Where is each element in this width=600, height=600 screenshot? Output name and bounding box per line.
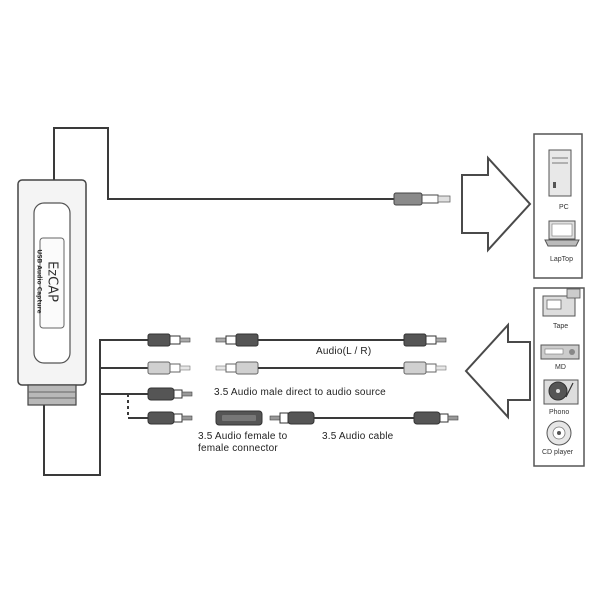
laptop-icon <box>544 220 580 247</box>
usb-plug <box>393 192 423 206</box>
source-label-tape: Tape <box>553 323 569 330</box>
branch-lines <box>100 367 148 419</box>
rca-plug-left-bottom <box>147 361 191 375</box>
label-direct-35: 3.5 Audio male direct to audio source <box>214 387 386 398</box>
ezcap-device <box>17 179 87 406</box>
arrow-to-computer <box>461 155 532 253</box>
device-model: USB Audio Capture <box>35 249 43 314</box>
label-cable-35: 3.5 Audio cable <box>322 431 394 442</box>
cd-player-icon <box>546 420 572 446</box>
computer-label-pc: PC <box>559 204 569 211</box>
turntable-icon <box>543 379 579 405</box>
label-female-connector-1: 3.5 Audio female to <box>198 431 288 442</box>
arrow-from-sources <box>464 322 531 420</box>
device-brand: EzCAP <box>44 261 60 302</box>
computer-label-laptop: LapTop <box>550 256 573 263</box>
device-label-area <box>39 237 65 329</box>
minidisc-player-icon <box>540 344 580 360</box>
usb-plug-tip <box>421 194 439 204</box>
jack-35-male-top <box>147 387 193 401</box>
bottom-cable <box>43 339 122 476</box>
label-female-connector-2: female connector <box>198 443 278 454</box>
rca-plug-left-top <box>122 333 191 347</box>
female-connector <box>215 410 263 426</box>
audio-35-cable <box>269 411 459 425</box>
source-label-cd: CD player <box>542 449 574 456</box>
label-audio-lr: Audio(L / R) <box>316 346 372 357</box>
source-label-md: MD <box>555 364 566 371</box>
usb-cable <box>53 127 451 206</box>
source-box <box>533 287 585 467</box>
device-connector-end <box>27 384 77 406</box>
cassette-deck-icon <box>542 288 581 317</box>
audio-lr-cable-bottom <box>215 361 447 375</box>
jack-35-male-bottom <box>147 411 193 425</box>
source-label-phono: Phono <box>549 409 570 416</box>
audio-lr-cable-top <box>215 333 447 347</box>
desktop-pc-icon <box>548 149 572 197</box>
